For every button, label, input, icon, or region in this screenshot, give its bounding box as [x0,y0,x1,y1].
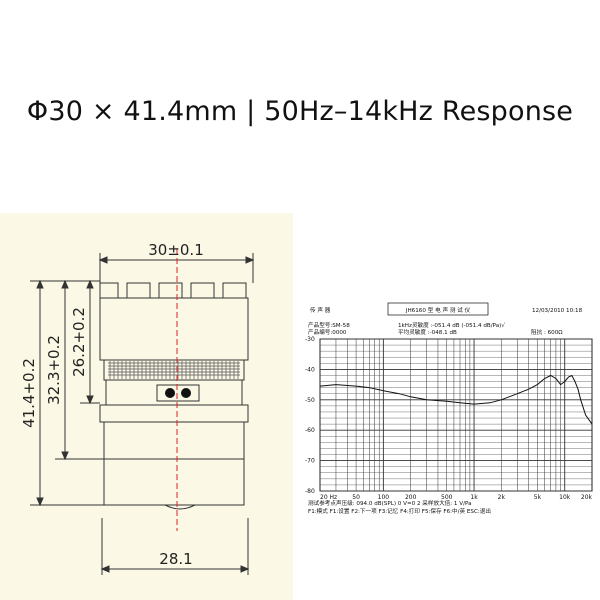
x-tick-label: 100 [378,494,390,501]
report-date: 12/03/2010 10:18 [532,308,583,314]
overall-height-label: 41.4+0.2 [20,358,38,428]
y-tick-label: -80 [305,488,315,495]
sensitivity-line: 1kHz灵敏度 :-051.4 dB (-051.4 dB/Pa)√ [398,321,505,329]
x-tick-label: 200 [405,494,417,501]
y-tick-labels: -30 -40 -50 -60 -70 -80 [305,336,315,495]
x-tick-label: 2k [498,494,506,501]
x-tick-label: 20 Hz [320,494,337,501]
footer-line-2: F1:模式 F1:设置 F2:下一项 F3:记忆 F4:打印 F5:保存 F6:… [308,507,491,515]
cap-height-label: 26.2+0.2 [70,307,88,377]
footer-line-1: 测试参考点声压级: 094.0 dB(SPL) 0 V=0 2 采样放大倍: 1… [308,499,472,507]
model-line: 产品型号:SM-58 [308,321,350,329]
top-width-label: 30±0.1 [148,241,204,259]
x-tick-label: 1k [470,494,478,501]
x-tick-label: 20k [581,494,593,501]
x-tick-label: 500 [441,494,453,501]
y-tick-label: -60 [305,427,315,434]
y-tick-label: -50 [305,397,315,404]
report-center-title: JH6160 型 电 声 测 试 仪 [405,306,471,314]
x-tick-labels: 20 Hz 50 100 200 500 1k 2k 5k 10k 20k [320,494,593,501]
response-curve [319,374,593,425]
body-height-label: 32.3+0.2 [45,335,63,405]
serial-line: 产品编号:0000 [308,328,347,336]
x-tick-label: 5k [534,494,542,501]
x-tick-label: 10k [559,494,571,501]
report-title-box [387,302,489,316]
dimension-drawing-svg: 30±0.1 28.1 41.4+0.2 32.3+0.2 26.2+0.2 [20,241,255,575]
frequency-response-chart: 传 声 器 JH6160 型 电 声 测 试 仪 12/03/2010 10:1… [305,302,593,515]
impedance-line: 阻抗 : 600Ω [531,328,563,336]
series-layer [319,374,593,425]
average-sensitivity-line: 平均灵敏度 :-048.1 dB [398,328,457,336]
x-tick-label: 50 [352,494,360,501]
hole-left-icon [165,388,175,398]
y-tick-label: -40 [305,366,315,373]
grid-lines [319,338,593,492]
frequency-response-report: 传 声 器 JH6160 型 电 声 测 试 仪 12/03/2010 10:1… [303,290,600,520]
y-tick-label: -70 [305,458,315,465]
base-width-label: 28.1 [159,550,192,568]
report-left-title: 传 声 器 [310,306,331,314]
plot-frame [319,338,593,492]
dimension-drawing: 30±0.1 28.1 41.4+0.2 32.3+0.2 26.2+0.2 [0,213,293,600]
headline: Φ30 × 41.4mm | 50Hz–14kHz Response [26,96,574,127]
hole-right-icon [181,388,191,398]
y-tick-label: -30 [305,336,315,343]
